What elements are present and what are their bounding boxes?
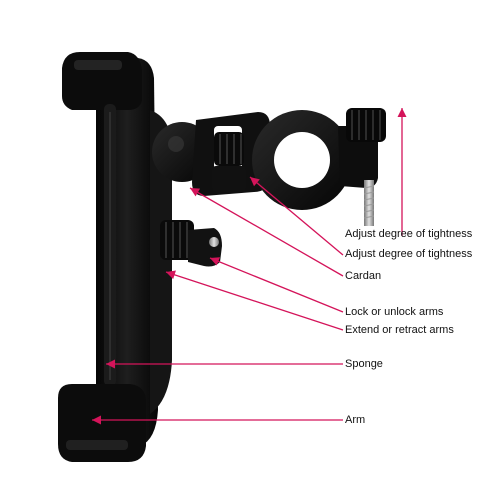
arrow-cardan-knob-head — [250, 177, 260, 187]
label-cardan: Cardan — [345, 270, 382, 282]
arrow-cardan-knob-line — [249, 176, 344, 256]
arrow-clamp-knob-head — [397, 108, 407, 117]
label-lock-unlock-arms: Lock or unlock arms — [345, 306, 444, 318]
arrow-extend-arms-line — [165, 271, 344, 331]
label-arm: Arm — [345, 414, 366, 426]
phone-holder-product — [58, 52, 386, 462]
clamp-bolt — [364, 180, 374, 226]
arrow-cardan-line — [189, 187, 344, 277]
arrow-sponge-head — [106, 359, 115, 369]
holder-back-bulge — [150, 110, 172, 414]
callout-arrows — [92, 108, 407, 425]
label-adjust-tightness-top: Adjust degree of tightness — [345, 228, 473, 240]
arrow-lock-arms-head — [210, 257, 221, 266]
arrow-extend-arms-head — [166, 270, 176, 280]
bottom-arm-highlight — [66, 440, 128, 450]
arrow-cardan-head — [190, 188, 201, 197]
clamp-tightness-knob — [346, 108, 386, 142]
label-adjust-tightness-bottom: Adjust degree of tightness — [345, 248, 473, 260]
cardan-tightness-knob — [214, 132, 244, 166]
arm-lock-screw — [209, 237, 219, 247]
arrow-lock-arms-line — [209, 257, 344, 313]
label-extend-retract-arms: Extend or retract arms — [345, 324, 454, 336]
handlebar-clamp-hole — [274, 132, 330, 188]
knob-stem — [212, 166, 246, 192]
top-arm-highlight — [74, 60, 122, 70]
label-sponge: Sponge — [345, 358, 383, 370]
arm-lock-knob — [160, 220, 194, 260]
arrow-arm-head — [92, 415, 101, 425]
